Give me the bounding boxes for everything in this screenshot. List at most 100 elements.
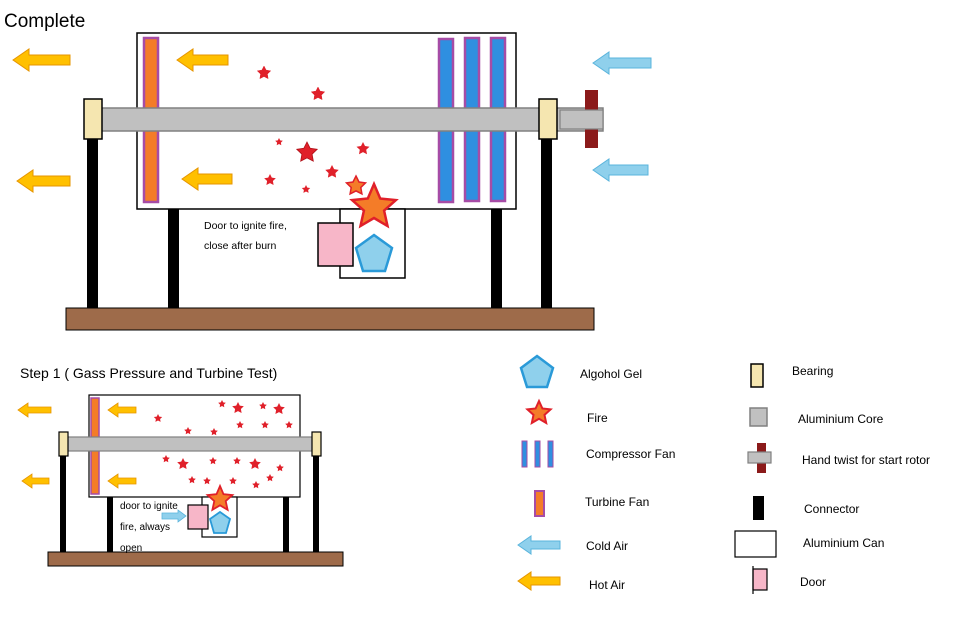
hot-air-arrow bbox=[16, 169, 71, 193]
legend-bearing-label: Bearing bbox=[792, 364, 833, 378]
hot-air-arrow bbox=[107, 402, 137, 418]
fire-star bbox=[356, 142, 370, 155]
complete-fire-stars bbox=[256, 65, 399, 229]
legend-hand-twist-label: Hand twist for start rotor bbox=[802, 453, 930, 467]
legend-fire-label: Fire bbox=[587, 411, 608, 425]
step1-connector-leg bbox=[60, 454, 66, 552]
legend-hand-twist-icon bbox=[747, 443, 772, 473]
fire-star bbox=[153, 414, 163, 422]
fire-star bbox=[276, 464, 284, 472]
hot-air-arrow bbox=[107, 473, 137, 489]
complete-hand-twist-shaft bbox=[559, 109, 604, 130]
hot-air-arrow bbox=[181, 167, 233, 191]
fire-star bbox=[209, 457, 217, 465]
step1-bearing bbox=[311, 431, 322, 457]
complete-cold-air-arrows bbox=[592, 51, 652, 182]
legend-aluminium-can-label: Aluminium Can bbox=[803, 536, 884, 550]
fire-star bbox=[232, 402, 244, 413]
legend-cold-air-icon bbox=[517, 535, 561, 555]
complete-aluminium-core bbox=[100, 107, 604, 132]
complete-bearing bbox=[83, 98, 103, 140]
fire-star bbox=[252, 481, 260, 489]
fire-star bbox=[264, 174, 276, 185]
step1-bearing bbox=[58, 431, 69, 457]
fire-star bbox=[273, 403, 285, 414]
legend-cold-air-label: Cold Air bbox=[586, 539, 628, 553]
complete-base bbox=[65, 307, 595, 331]
legend-aluminium-can-icon bbox=[734, 530, 777, 558]
complete-connector-leg bbox=[87, 138, 98, 308]
complete-door-note-line-2: close after burn bbox=[204, 240, 277, 252]
fire-star bbox=[188, 476, 196, 484]
legend-door-label: Door bbox=[800, 575, 826, 589]
fire-star bbox=[295, 141, 319, 162]
step1-door-note-line-2: fire, always bbox=[120, 522, 170, 533]
fire-star bbox=[261, 421, 269, 429]
legend-turbine-fan-label: Turbine Fan bbox=[585, 495, 649, 509]
legend-door-icon bbox=[752, 566, 768, 594]
fire-star bbox=[233, 457, 241, 465]
complete-door-note-line-1: Door to ignite fire, bbox=[204, 220, 287, 232]
legend: Algohol Gel Fire Compressor Fan Turbine … bbox=[517, 354, 930, 594]
step1-cold-air-arrow bbox=[161, 509, 187, 523]
step1-fire-stars bbox=[153, 400, 293, 512]
legend-bearing-icon bbox=[750, 363, 764, 388]
legend-aluminium-core-label: Aluminium Core bbox=[798, 412, 884, 426]
step1-door-note-line-3: open bbox=[120, 543, 142, 554]
legend-aluminium-core-icon bbox=[749, 407, 768, 427]
step1-connector-leg bbox=[313, 454, 319, 552]
fire-star bbox=[177, 458, 189, 469]
hot-air-arrow bbox=[176, 48, 229, 72]
fire-star bbox=[285, 421, 293, 429]
fire-star bbox=[184, 427, 192, 435]
complete-title: Complete bbox=[4, 11, 85, 32]
cold-air-arrow bbox=[592, 158, 649, 182]
fire-star bbox=[203, 477, 211, 485]
complete-connector-leg bbox=[491, 208, 502, 308]
step1-door-note-line-1: door to ignite bbox=[120, 501, 178, 512]
complete-door bbox=[317, 222, 354, 267]
fire-star bbox=[162, 455, 170, 463]
hot-air-arrow bbox=[12, 48, 71, 72]
legend-connector-label: Connector bbox=[804, 502, 859, 516]
step1-title: Step 1 ( Gass Pressure and Turbine Test) bbox=[20, 365, 277, 381]
fire-star bbox=[325, 165, 339, 178]
fire-star bbox=[275, 138, 283, 146]
fire-star bbox=[344, 174, 368, 196]
fire-star bbox=[266, 474, 274, 482]
complete-connector-leg bbox=[168, 208, 179, 308]
complete-fire-big-star bbox=[349, 180, 399, 229]
complete-connector-leg bbox=[541, 138, 552, 308]
legend-compressor-fan-icon bbox=[521, 440, 554, 468]
fire-star bbox=[249, 458, 261, 469]
legend-compressor-fan-label: Compressor Fan bbox=[586, 447, 675, 461]
legend-alcohol-gel-icon bbox=[519, 354, 555, 389]
fire-star bbox=[236, 421, 244, 429]
step1-door bbox=[187, 504, 209, 530]
fire-star bbox=[259, 402, 267, 410]
legend-alcohol-gel-label: Algohol Gel bbox=[580, 367, 642, 381]
complete-alcohol-gel bbox=[354, 233, 394, 273]
complete-hot-air-arrows bbox=[12, 48, 233, 193]
step1-base bbox=[47, 551, 344, 567]
fire-star bbox=[218, 400, 226, 408]
fire-star bbox=[310, 86, 326, 101]
step1-alcohol-gel bbox=[208, 510, 232, 534]
fire-star bbox=[229, 477, 237, 485]
fire-star bbox=[210, 428, 218, 436]
step1-aluminium-core bbox=[66, 436, 318, 452]
legend-hot-air-label: Hot Air bbox=[589, 578, 625, 592]
legend-fire-icon bbox=[525, 398, 553, 425]
hot-air-arrow bbox=[17, 402, 52, 418]
hot-air-arrow bbox=[21, 473, 50, 489]
step1-connector-leg bbox=[283, 497, 289, 552]
legend-turbine-fan-icon bbox=[534, 490, 545, 517]
legend-hot-air-icon bbox=[517, 571, 561, 591]
step1-connector-leg bbox=[107, 497, 113, 552]
fire-star bbox=[256, 65, 272, 80]
complete-bearing bbox=[538, 98, 558, 140]
fire-star bbox=[301, 185, 311, 193]
step1-hot-air-arrows bbox=[17, 402, 137, 489]
legend-connector-icon bbox=[753, 496, 764, 520]
